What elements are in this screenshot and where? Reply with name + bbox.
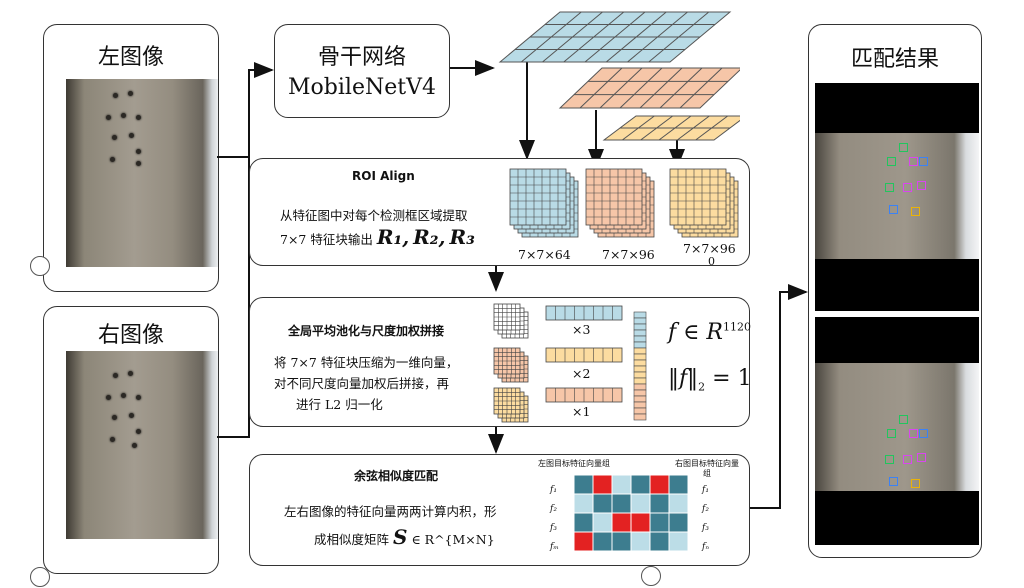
- weight-3: ×3: [572, 322, 591, 337]
- matrix-cell: [611, 475, 632, 495]
- match-marker: [889, 477, 898, 486]
- backbone-box: 骨干网络 MobileNetV4: [274, 24, 450, 118]
- match-marker: [917, 181, 926, 190]
- matrix-cell: [592, 512, 613, 533]
- matrix-cell: [649, 531, 670, 551]
- roi-desc-line1: 从特征图中对每个检测框区域提取: [280, 208, 468, 223]
- left-vector-header: 左图目标特征向量组: [538, 459, 610, 468]
- gap-desc-line2: 对不同尺度向量加权后拼接，再: [274, 376, 450, 391]
- cosine-title: 余弦相似度匹配: [354, 469, 439, 483]
- match-marker: [899, 143, 908, 152]
- left-image-panel: 左图像: [43, 24, 219, 292]
- corner-handle: [641, 566, 661, 586]
- left-image-photo: [66, 79, 218, 267]
- right-image-panel: 右图像: [43, 306, 219, 574]
- matrix-cell: [630, 512, 651, 533]
- right-image-photo: [66, 351, 218, 539]
- matrix-cell: [592, 493, 613, 514]
- match-marker: [911, 479, 920, 488]
- feature-map-yellow: [602, 115, 740, 141]
- matrix-cell: [649, 493, 670, 514]
- left-vector-labels: f₁ f₂ f₃ fₘ: [550, 485, 559, 552]
- feature-map-orange: [558, 67, 740, 109]
- match-marker: [889, 205, 898, 214]
- match-marker: [887, 157, 896, 166]
- gap-box: 全局平均池化与尺度加权拼接 将 7×7 特征块压缩为一维向量， 对不同尺度向量加…: [249, 297, 752, 427]
- match-marker: [903, 455, 912, 464]
- matrix-cell: [630, 475, 651, 495]
- matrix-cell: [574, 531, 594, 551]
- matrix-cell: [574, 475, 594, 495]
- right-image-title: 右图像: [97, 323, 164, 348]
- matrix-cell: [574, 512, 594, 533]
- match-marker: [887, 429, 896, 438]
- match-marker: [919, 157, 928, 166]
- result-top-image: [815, 83, 979, 311]
- corner-handle: [30, 567, 50, 587]
- match-marker: [903, 183, 912, 192]
- formula-f: f ∈ R1120: [668, 320, 751, 345]
- roi-desc-line2: 7×7 特征块输出 R₁, R₂, R₃: [280, 225, 475, 249]
- matrix-cell: [668, 475, 688, 495]
- match-marker: [917, 453, 926, 462]
- roi-size-3: 7×7×96: [683, 241, 736, 256]
- match-marker: [899, 415, 908, 424]
- weight-2: ×2: [572, 366, 591, 381]
- corner-handle: [30, 256, 50, 276]
- matrix-cell: [574, 493, 594, 514]
- match-marker: [919, 429, 928, 438]
- left-image-title: 左图像: [97, 45, 164, 70]
- gap-title: 全局平均池化与尺度加权拼接: [288, 324, 445, 338]
- gap-desc-line3: 进行 L2 归一化: [296, 397, 383, 412]
- formula-norm: ‖f‖2 = 1: [668, 366, 752, 394]
- matrix-cell: [611, 512, 632, 533]
- matrix-cell: [668, 493, 688, 514]
- match-result-panel: 匹配结果: [808, 24, 982, 558]
- roi-size-2: 7×7×96: [602, 247, 655, 262]
- feature-maps: [498, 11, 740, 141]
- roi-size-1: 7×7×64: [518, 247, 571, 262]
- matrix-cell: [668, 512, 688, 533]
- matrix-cell: [630, 493, 651, 514]
- matrix-cell: [611, 493, 632, 514]
- backbone-model: MobileNetV4: [288, 75, 436, 100]
- backbone-title: 骨干网络: [317, 45, 406, 70]
- match-marker: [885, 183, 894, 192]
- roi-title: ROI Align: [352, 169, 415, 183]
- cosine-box: 余弦相似度匹配 左右图像的特征向量两两计算内积，形 成相似度矩阵 S ∈ R^{…: [249, 454, 750, 566]
- right-vector-labels: f₁ f₂ f₃ fₙ: [702, 485, 709, 552]
- match-marker: [885, 455, 894, 464]
- matrix-cell: [611, 531, 632, 551]
- roi-size-3b: 0: [708, 255, 715, 268]
- right-vector-header: 右图目标特征向量组: [675, 459, 739, 478]
- match-result-title: 匹配结果: [850, 47, 939, 72]
- match-marker: [909, 429, 918, 438]
- weight-1: ×1: [572, 404, 591, 419]
- roi-align-box: ROI Align 从特征图中对每个检测框区域提取 7×7 特征块输出 R₁, …: [249, 158, 750, 268]
- feature-map-blue: [498, 11, 732, 63]
- matrix-cell: [592, 531, 613, 551]
- match-marker: [911, 207, 920, 216]
- match-marker: [909, 157, 918, 166]
- matrix-cell: [592, 475, 613, 495]
- matrix-cell: [649, 512, 670, 533]
- matrix-cell: [630, 531, 651, 551]
- cosine-desc-line2: 成相似度矩阵 S ∈ R^{M×N}: [314, 525, 495, 549]
- similarity-matrix: [574, 475, 688, 551]
- matrix-cell: [668, 531, 688, 551]
- gap-graphics: [493, 303, 647, 423]
- matrix-cell: [649, 475, 670, 495]
- cosine-desc-line1: 左右图像的特征向量两两计算内积，形: [284, 504, 497, 519]
- result-bottom-image: [815, 317, 979, 545]
- roi-cubes: [509, 168, 739, 238]
- gap-desc-line1: 将 7×7 特征块压缩为一维向量，: [274, 355, 459, 370]
